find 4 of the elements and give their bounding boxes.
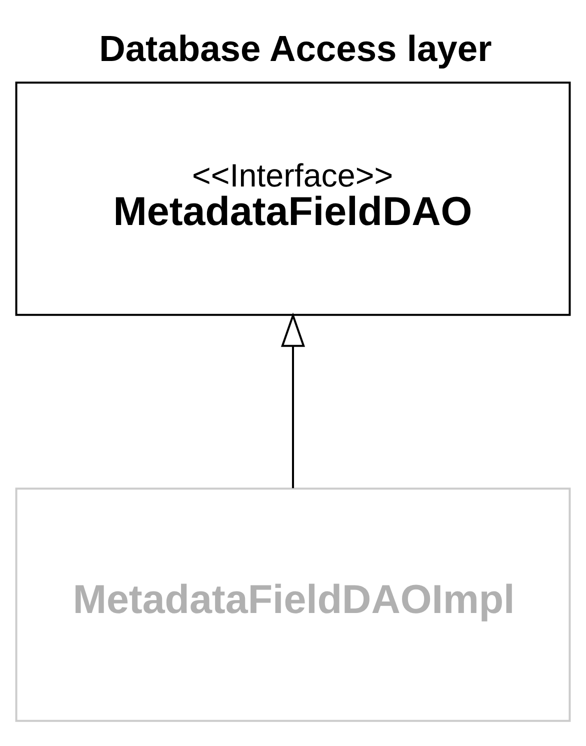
node-box: MetadataFieldDAOImpl xyxy=(15,487,571,722)
diagram-title: Database Access layer xyxy=(99,28,492,69)
arrow xyxy=(280,312,306,488)
node-box: <<Interface>> MetadataFieldDAO xyxy=(15,81,571,316)
